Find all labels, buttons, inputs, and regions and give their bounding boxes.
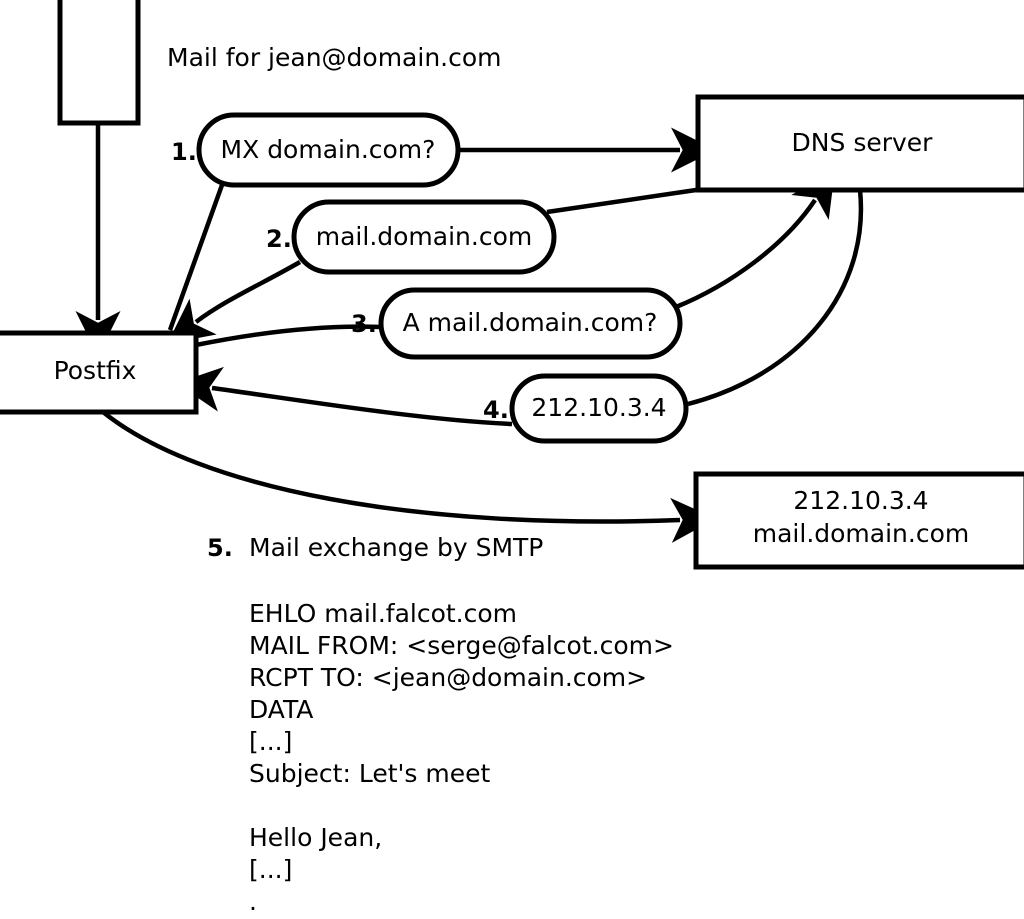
smtp-transcript-line: Hello Jean, <box>249 823 383 852</box>
step-number-1: 1. <box>171 138 197 166</box>
smtp-transcript-line: DATA <box>249 695 314 724</box>
edge-dns-to-step2 <box>546 187 697 215</box>
bubble-step-2[interactable]: mail.domain.com <box>291 199 557 275</box>
smtp-transcript-line: EHLO mail.falcot.com <box>249 599 518 628</box>
bubble-step-1-label: MX domain.com? <box>221 135 436 164</box>
smtp-transcript-line: [...] <box>249 855 293 884</box>
smtp-transcript-line: MAIL FROM: <serge@falcot.com> <box>249 631 674 660</box>
edge-step5-smtp <box>101 410 716 543</box>
bubble-step-1[interactable]: MX domain.com? <box>196 112 461 188</box>
edge-step4-to-postfix <box>176 366 513 427</box>
bubble-step-4[interactable]: 212.10.3.4 <box>509 373 689 444</box>
smtp-transcript-line: Subject: Let's meet <box>249 759 491 788</box>
node-dns-label: DNS server <box>792 128 934 157</box>
step-number-4: 4. <box>483 396 509 424</box>
smtp-transcript-line: . <box>249 887 257 916</box>
node-postfix-label: Postfix <box>54 356 137 385</box>
edge-dns-to-step4 <box>687 189 864 407</box>
node-postfix-box[interactable]: Postfix <box>0 330 199 415</box>
smtp-transcript-line: RCPT TO: <jean@domain.com> <box>249 663 648 692</box>
bubble-step-2-label: mail.domain.com <box>316 222 532 251</box>
bubble-step-4-label: 212.10.3.4 <box>531 393 666 422</box>
step-number-5: 5. <box>207 534 233 562</box>
bubble-step-3-label: A mail.domain.com? <box>403 308 658 337</box>
step-number-2: 2. <box>266 225 292 253</box>
edge-step2-to-postfix <box>167 260 302 344</box>
smtp-transcript-line <box>249 790 674 822</box>
edge-postfix-to-step3 <box>195 324 383 348</box>
edge-step3-to-dns <box>675 170 835 310</box>
node-client-box[interactable] <box>57 0 141 126</box>
step-5-label: Mail exchange by SMTP <box>249 533 544 562</box>
caption-mail-for: Mail for jean@domain.com <box>167 43 502 72</box>
smtp-transcript-line: [...] <box>249 727 293 756</box>
node-destination-host: mail.domain.com <box>753 519 969 548</box>
bubble-step-3[interactable]: A mail.domain.com? <box>378 287 683 360</box>
step-number-3: 3. <box>351 310 377 338</box>
node-destination-box[interactable]: 212.10.3.4 mail.domain.com <box>693 471 1024 570</box>
node-destination-ip: 212.10.3.4 <box>793 486 928 515</box>
node-dns-box[interactable]: DNS server <box>695 94 1024 193</box>
